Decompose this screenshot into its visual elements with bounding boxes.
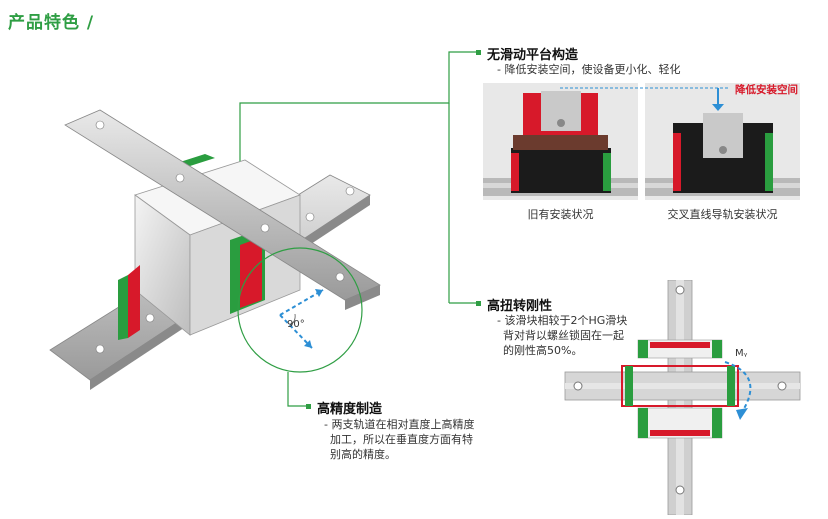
page-title: 产品特色 /	[8, 13, 95, 33]
old-install-photo	[483, 83, 638, 200]
torsion-illustration	[564, 280, 801, 515]
bullet-icon	[476, 301, 481, 306]
bullet-icon	[306, 404, 311, 409]
caption-old-install: 旧有安装状况	[527, 208, 594, 221]
feature-title-1: 无滑动平台构造	[487, 48, 579, 63]
height-reduction-marker	[560, 87, 730, 111]
feature-desc-1: - 降低安装空间，使设备更小化、轻化	[497, 63, 681, 76]
bullet-icon	[476, 50, 481, 55]
moment-label: Mᵧ	[735, 348, 748, 359]
install-space-callout: 降低安装空间	[735, 84, 798, 96]
feature-title-2: 高扭转刚性	[487, 299, 553, 314]
cross-rail-illustration	[49, 109, 381, 390]
feature-title-3: 高精度制造	[317, 402, 383, 417]
angle-label: 90°	[287, 319, 305, 330]
caption-cross-install: 交叉直线导轨安装状况	[667, 208, 778, 221]
feature-desc-2: - 该滑块相较于2个HG滑块 背对背以螺丝锁固在一起 的刚性高50%。	[497, 314, 628, 357]
feature-desc-3: - 两支轨道在相对直度上高精度 加工，所以在垂直度方面有特 别高的精度。	[324, 418, 475, 461]
cross-install-photo	[645, 83, 800, 200]
